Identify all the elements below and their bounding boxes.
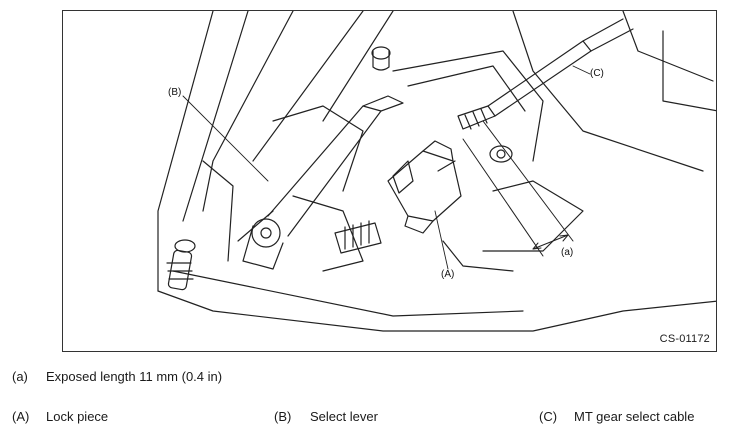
select-cable bbox=[457, 18, 634, 130]
callout-c: (C) bbox=[590, 68, 604, 79]
legend-key: (B) bbox=[274, 409, 292, 424]
bolt-bottom bbox=[334, 220, 382, 254]
callout-a-lock: (A) bbox=[441, 269, 455, 280]
mechanism-illustration bbox=[157, 11, 716, 332]
leader-lines bbox=[182, 65, 591, 270]
legend-text: MT gear select cable bbox=[574, 409, 695, 424]
callout-b: (B) bbox=[168, 87, 182, 98]
bolt-left bbox=[166, 239, 196, 291]
legend-key: (A) bbox=[12, 409, 30, 424]
bolt-top bbox=[371, 46, 391, 71]
legend-key: (a) bbox=[12, 369, 28, 384]
legend-key: (C) bbox=[539, 409, 558, 424]
select-lever bbox=[242, 95, 404, 270]
legend-text: Select lever bbox=[310, 409, 378, 424]
diagram-frame: (B) (C) (a) (A) CS-01172 bbox=[62, 10, 717, 352]
figure-code: CS-01172 bbox=[659, 333, 710, 345]
dimension-a bbox=[462, 120, 574, 257]
bolt-right bbox=[489, 145, 513, 163]
legend-text: Exposed length 11 mm (0.4 in) bbox=[46, 369, 223, 384]
lock-piece bbox=[387, 140, 462, 234]
callout-a-dimension: (a) bbox=[561, 247, 574, 258]
legend-text: Lock piece bbox=[46, 409, 109, 424]
